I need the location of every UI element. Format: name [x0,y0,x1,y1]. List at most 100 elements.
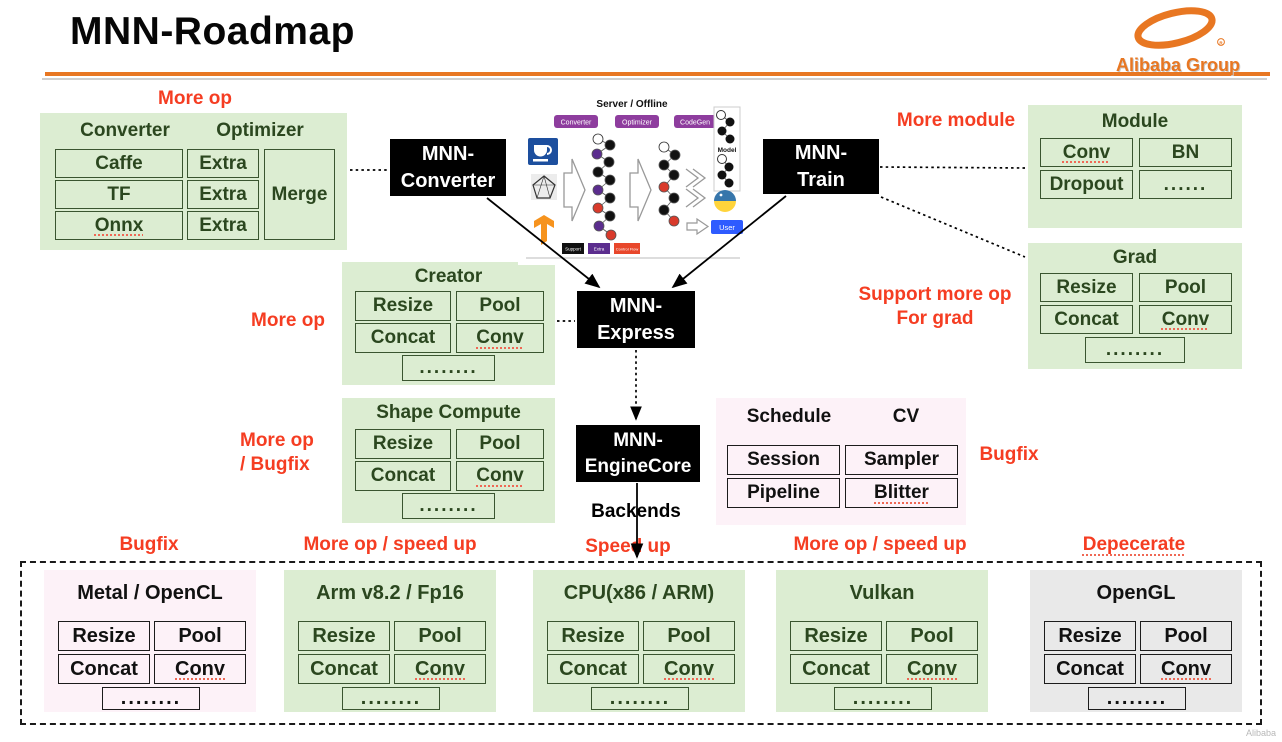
op-cell-concat: Concat [355,323,451,353]
op-cell-conv: Conv [456,461,544,491]
svg-text:Model: Model [718,147,737,154]
backends-label: Backends [591,501,681,522]
converter-header: Converter [80,120,170,141]
backend-title: Vulkan [849,582,915,604]
shape-compute-box: Shape Compute Resize Pool Concat Conv ..… [342,398,555,523]
onnx-icon [531,174,557,200]
op-cell-conv: Conv [456,323,544,353]
mnn-express-box: MNN- Express [577,291,695,348]
op-cell-extra-1: Extra [187,149,259,178]
label-more-op-bugfix-line2: / Bugfix [240,454,310,476]
dotted-link-train-grad [880,196,1026,258]
page-title: MNN-Roadmap [70,10,355,53]
alibaba-logo-icon: R [1134,7,1225,49]
op-cell-bn: BN [1139,138,1232,167]
mnn-train-line2: Train [797,168,845,191]
op-cell-conv: Conv [643,654,735,684]
label-depecerate: Depecerate [1082,534,1186,555]
alibaba-logo: R Alibaba Group [1084,4,1272,76]
op-cell-resize: Resize [1040,273,1133,302]
backend-box-metal-opencl: Metal / OpenCL Resize Pool Concat Conv .… [44,570,256,712]
module-title: Module [1101,111,1169,132]
label-support-more-op: Support more op For grad [843,283,1027,332]
mnn-express-line1: MNN- [609,294,663,317]
label-more-op-creator: More op [251,310,325,331]
op-cell-extra-3: Extra [187,211,259,240]
op-cell-ellipsis: ........ [102,687,200,710]
op-cell-conv: Conv [886,654,978,684]
backend-title: Arm v8.2 / Fp16 [316,582,464,604]
op-cell-pool: Pool [456,291,544,321]
op-cell-extra-2: Extra [187,180,259,209]
op-cell-resize: Resize [355,291,451,321]
op-cell-concat: Concat [58,654,150,684]
optimizer-header: Optimizer [216,120,304,141]
op-cell-onnx: Onnx [55,211,183,240]
dotted-link-train-module [879,166,1026,169]
svg-text:User: User [719,223,735,232]
mnn-train-box: MNN- Train [763,139,879,194]
op-cell-blitter: Blitter [845,478,958,508]
op-cell-resize: Resize [58,621,150,651]
op-cell-resize: Resize [790,621,882,651]
label-speed-up: Speed up [585,536,671,557]
op-cell-resize: Resize [547,621,639,651]
backend-box-opengl: OpenGL Resize Pool Concat Conv ........ [1030,570,1242,712]
svg-text:Converter: Converter [561,120,592,127]
op-cell-conv: Conv [1140,654,1232,684]
label-more-op-speed-up-1: More op / speed up [303,534,477,555]
flow-arrow-icon [629,158,652,222]
codegen-badge: CodeGen [674,115,716,128]
op-cell-dropout: Dropout [1040,170,1133,199]
svg-text:R: R [1219,40,1223,45]
flow-arrow-icon [563,158,586,222]
op-cell-ellipsis: ........ [402,355,495,381]
op-cell-ellipsis: ........ [1088,687,1186,710]
op-cell-concat: Concat [1044,654,1136,684]
op-cell-resize: Resize [355,429,451,459]
divider-line [45,72,1270,76]
tensorflow-icon [534,215,554,245]
optimizer-badge: Optimizer [615,115,659,128]
op-cell-session: Session [727,445,840,475]
user-badge: User [711,220,743,234]
op-cell-ellipsis: ........ [591,687,689,710]
mnn-converter-line2: Converter [400,169,496,192]
op-cell-ellipsis: ........ [834,687,932,710]
mnn-enginecore-line1: MNN- [613,429,663,451]
label-bugfix-cv: Bugfix [979,444,1039,465]
flow-arrow-icon [686,217,710,236]
svg-text:Control Flow: Control Flow [616,247,639,252]
backend-box-vulkan: Vulkan Resize Pool Concat Conv ........ [776,570,988,712]
architecture-image-title: Server / Offline [596,99,668,110]
mnn-enginecore-line2: EngineCore [584,455,692,477]
svg-text:CodeGen: CodeGen [680,120,710,127]
op-cell-concat: Concat [1040,305,1133,334]
op-cell-pool: Pool [886,621,978,651]
op-cell-concat: Concat [298,654,390,684]
mnn-converter-line1: MNN- [421,142,475,165]
svg-text:Support: Support [565,247,582,252]
backend-box-cpu: CPU(x86 / ARM) Resize Pool Concat Conv .… [533,570,745,712]
op-cell-conv: Conv [1040,138,1133,167]
label-more-module: More module [896,110,1016,131]
op-cell-pool: Pool [154,621,246,651]
op-cell-ellipsis: ........ [342,687,440,710]
op-cell-pool: Pool [1139,273,1232,302]
op-cell-sampler: Sampler [845,445,958,475]
mnn-enginecore-box: MNN- EngineCore [576,425,700,482]
graph-nodes-2 [658,141,681,227]
op-cell-conv: Conv [154,654,246,684]
converter-optimizer-box: Converter Optimizer Caffe Extra TF Extra… [40,113,347,250]
grad-title: Grad [1112,247,1158,268]
converter-badge: Converter [554,115,598,128]
graph-nodes-1 [591,133,617,241]
backend-title: OpenGL [1096,582,1176,604]
module-box: Module Conv BN Dropout ...... [1028,105,1242,228]
svg-text:Extra: Extra [594,247,605,252]
label-more-op-bugfix: More op / Bugfix [240,429,336,478]
mnn-converter-box: MNN- Converter [390,139,506,196]
grad-box: Grad Resize Pool Concat Conv ........ [1028,243,1242,369]
op-cell-pool: Pool [1140,621,1232,651]
